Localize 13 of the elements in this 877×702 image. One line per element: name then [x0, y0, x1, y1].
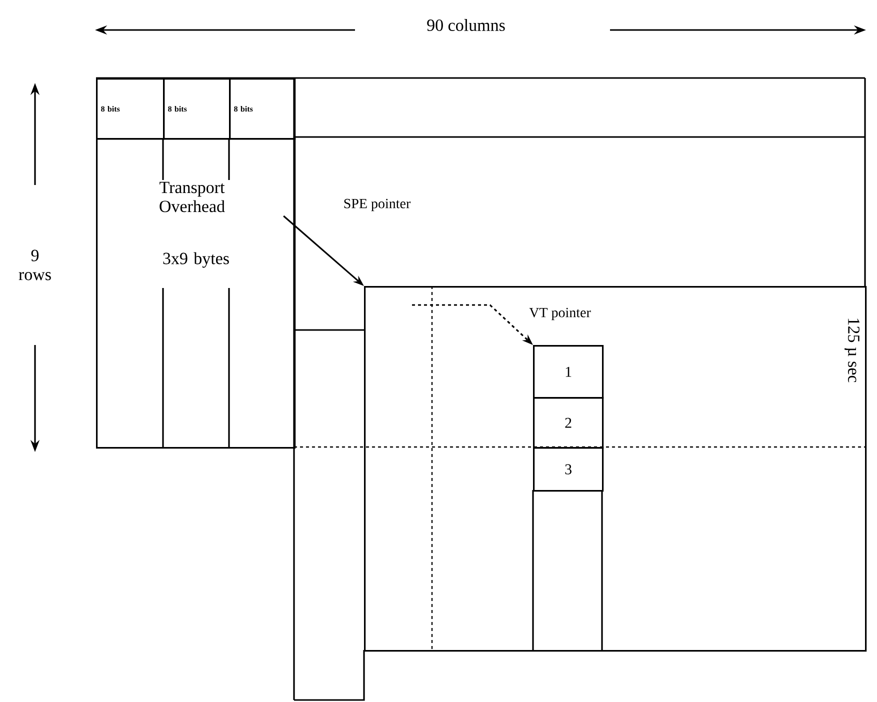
dimension-label: 90 columns: [427, 19, 505, 31]
bit-cell: 8 bits: [229, 78, 296, 140]
vt-cell: 3: [533, 447, 604, 492]
vt-cell: 2: [533, 397, 604, 449]
frame-box: [364, 286, 867, 652]
vt-cell: 1: [533, 345, 604, 399]
edge-label: VT pointer: [528, 306, 592, 322]
dimension-label: 125 µ sec: [844, 318, 860, 382]
bit-cell: 8 bits: [163, 78, 231, 140]
dimension-label: 9 rows: [18, 250, 51, 280]
overhead-box: Transport Overhead 3x9 bytes: [96, 138, 296, 449]
edge-label: SPE pointer: [342, 198, 412, 212]
bit-cell: 8 bits: [96, 78, 165, 140]
